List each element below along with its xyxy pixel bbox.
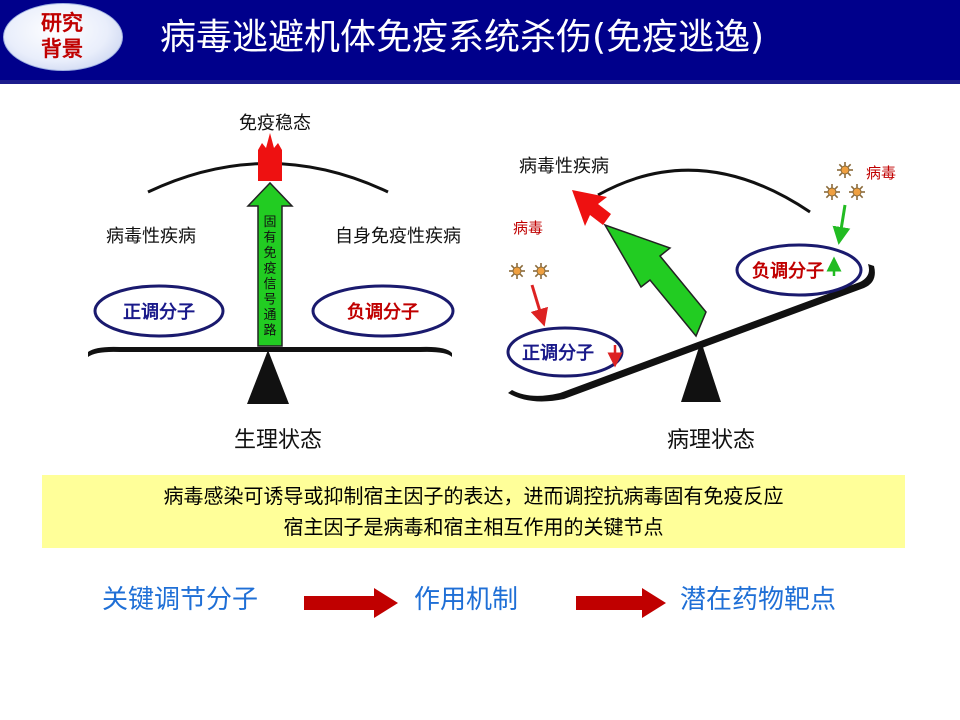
virus-icon <box>824 184 840 200</box>
slide-title: 病毒逃避机体免疫系统杀伤(免疫逃逸) <box>160 17 765 58</box>
pan-positive-right <box>506 326 624 378</box>
virus-icon <box>849 184 865 200</box>
label-positive-regulators-right: 正调分子 <box>522 343 594 364</box>
pathological-balance <box>506 168 875 402</box>
label-pathological-state: 病理状态 <box>667 428 755 453</box>
green-diagonal-arrow <box>603 223 707 338</box>
virus-icon <box>509 263 525 279</box>
balance-diagram: 免疫稳态 病毒性疾病 自身免疫性疾病 正调分子 负调分子 生理状态 固有免疫信号… <box>88 113 896 453</box>
section-badge-label: 研究 背景 <box>3 10 121 62</box>
arrow-text-char: 疫 <box>263 261 276 277</box>
summary-line-1: 病毒感染可诱导或抑制宿主因子的表达，进而调控抗病毒固有免疫反应 <box>163 484 784 508</box>
arrow-text-char: 号 <box>263 293 276 308</box>
summary-note-box <box>42 475 905 548</box>
arrow-text-char: 有 <box>263 231 276 246</box>
flow-step-key-regulators: 关键调节分子 <box>102 585 259 615</box>
flow-arrow-1 <box>304 588 398 618</box>
label-immune-homeostasis: 免疫稳态 <box>239 113 311 134</box>
flow-step-mechanism: 作用机制 <box>414 585 519 615</box>
label-autoimmune-disease: 自身免疫性疾病 <box>335 226 461 247</box>
virus-icons <box>509 162 865 279</box>
label-positive-regulators-left: 正调分子 <box>123 302 195 323</box>
header-bar <box>0 0 960 80</box>
arrow-text-char: 固 <box>263 215 276 230</box>
physiological-balance <box>88 133 455 404</box>
label-physiological-state: 生理状态 <box>234 428 322 453</box>
arrow-text-char: 通 <box>263 308 276 323</box>
flow-arrows <box>304 588 666 618</box>
beam-left <box>88 346 452 357</box>
arrow-text-char: 免 <box>263 246 276 261</box>
pan-negative-left <box>311 284 455 338</box>
summary-line-2: 宿主因子是病毒和宿主相互作用的关键节点 <box>283 515 664 539</box>
virus-arrow-down-green <box>832 204 851 245</box>
arrow-text-char: 信 <box>263 277 276 292</box>
header-divider <box>0 80 960 84</box>
label-viral-disease-right: 病毒性疾病 <box>519 156 609 177</box>
fulcrum-right <box>681 341 721 402</box>
label-virus-right: 病毒 <box>866 164 896 182</box>
fulcrum-left <box>247 350 289 404</box>
label-negative-regulators-left: 负调分子 <box>347 301 419 323</box>
red-up-arrow <box>258 133 282 181</box>
badge-line-1: 研究 <box>41 11 83 35</box>
label-viral-disease-left: 病毒性疾病 <box>106 226 196 247</box>
pan-positive-left <box>93 284 225 338</box>
virus-icon <box>533 263 549 279</box>
red-tip-arrow <box>572 190 611 226</box>
virus-icon <box>837 162 853 178</box>
flow-step-drug-targets: 潜在药物靶点 <box>680 585 837 615</box>
label-negative-regulators-right: 负调分子 <box>752 260 824 282</box>
badge-line-2: 背景 <box>41 37 83 61</box>
arrow-text-char: 路 <box>263 323 276 339</box>
arc-right <box>597 168 811 214</box>
flow-arrow-2 <box>576 588 666 618</box>
label-virus-left: 病毒 <box>513 219 543 237</box>
virus-arrow-down-red <box>530 284 549 327</box>
green-up-arrow <box>246 181 294 347</box>
section-badge <box>3 3 123 71</box>
